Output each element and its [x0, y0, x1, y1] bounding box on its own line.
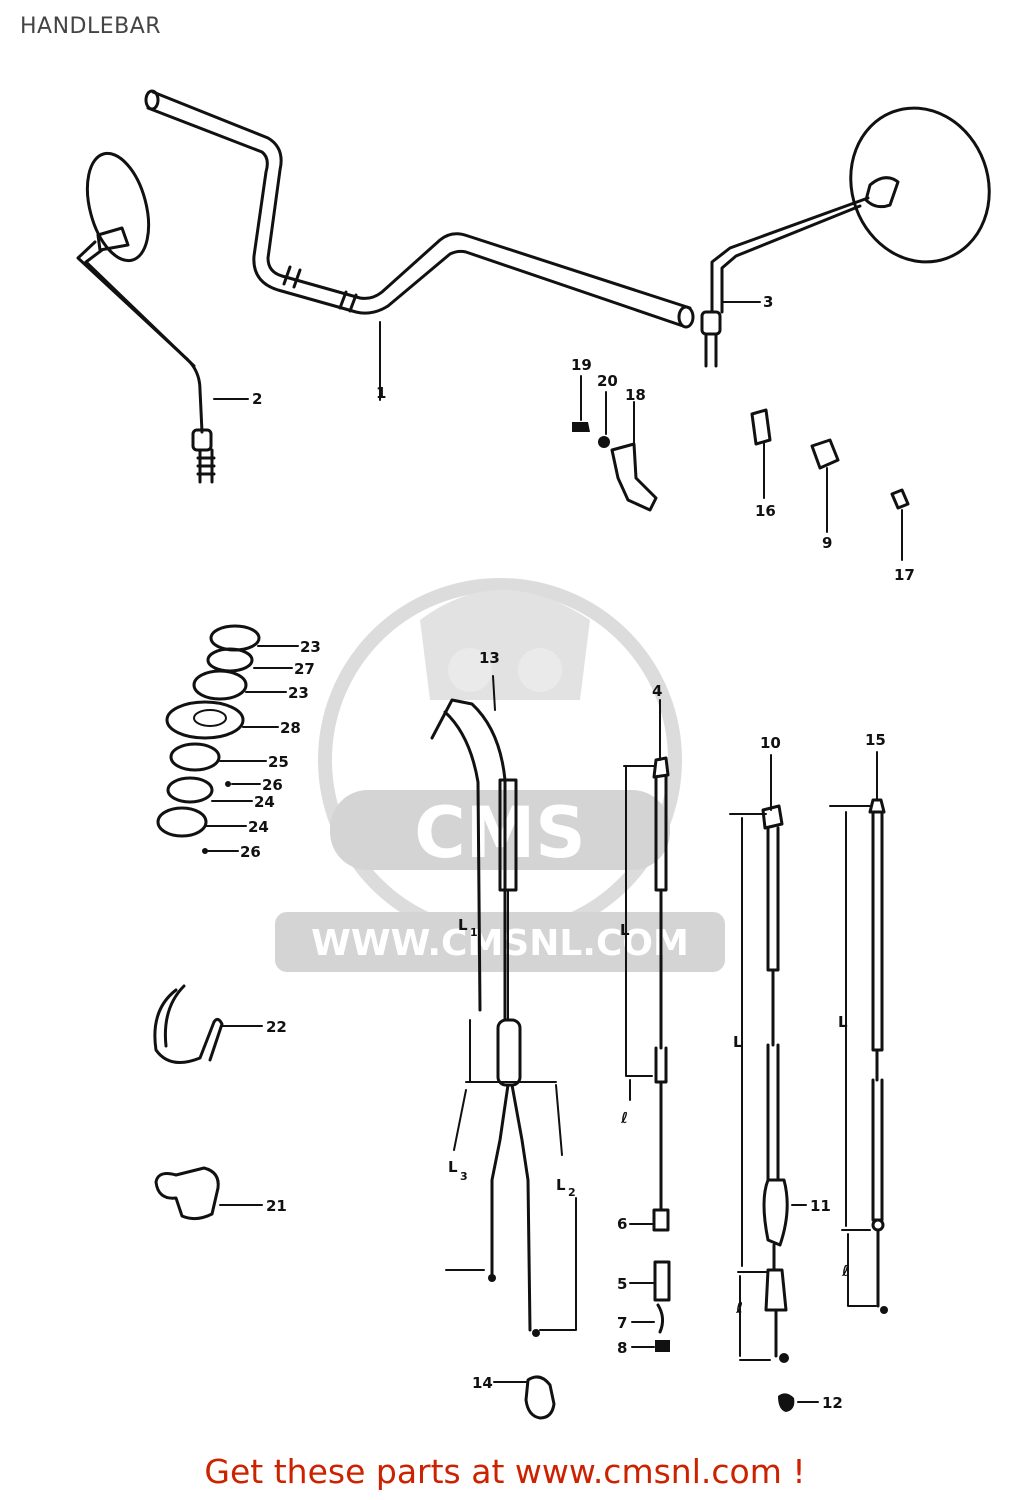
callout-14: 14 [472, 1374, 493, 1392]
callout-17: 17 [894, 566, 915, 584]
callout-13: 13 [479, 649, 500, 667]
callout-10: 10 [760, 734, 781, 752]
part-4-cable [623, 699, 671, 1352]
dim-label-l2: L [556, 1176, 566, 1194]
part-15-cable [829, 751, 888, 1314]
dim-label-ell-b: ℓ [735, 1299, 743, 1317]
part-3-right-mirror [700, 106, 991, 368]
callout-26-lower: 26 [240, 843, 261, 861]
callout-19: 19 [571, 356, 592, 374]
callout-21: 21 [266, 1197, 287, 1215]
page-title: HANDLEBAR [20, 14, 162, 39]
part-22-and-21 [153, 984, 263, 1221]
dimension-labels: L 1 L 3 L 2 L L L ℓ ℓ ℓ [448, 916, 849, 1317]
dim-label-l3: L [448, 1158, 458, 1176]
switch-ring-stack [156, 624, 299, 854]
callout-labels: 1 2 3 4 5 6 7 8 9 10 11 12 13 14 15 16 1… [240, 293, 915, 1412]
callout-18: 18 [625, 386, 646, 404]
callout-7: 7 [617, 1314, 627, 1332]
callout-24-lower: 24 [248, 818, 269, 836]
callout-23-top: 23 [300, 638, 321, 656]
dim-label-ell-a: ℓ [620, 1109, 628, 1127]
callout-5: 5 [617, 1275, 627, 1293]
callout-11: 11 [810, 1197, 831, 1215]
part-10-cable [729, 754, 819, 1412]
callout-15: 15 [865, 731, 886, 749]
callout-2: 2 [252, 390, 262, 408]
dim-label-ell-c: ℓ [841, 1262, 849, 1280]
part-13-throttle-cable [430, 675, 577, 1420]
callout-28: 28 [280, 719, 301, 737]
callout-3: 3 [763, 293, 773, 311]
callout-25: 25 [268, 753, 289, 771]
part-1-handlebar [144, 89, 695, 401]
callout-1: 1 [376, 384, 386, 402]
callout-8: 8 [617, 1339, 627, 1357]
dim-label-l3-sub: 3 [460, 1170, 468, 1183]
dim-label-l-b: L [733, 1033, 743, 1051]
callout-9: 9 [822, 534, 832, 552]
dim-label-l-a: L [620, 921, 630, 939]
callout-16: 16 [755, 502, 776, 520]
footer-link[interactable]: Get these parts at www.cmsnl.com ! [204, 1452, 806, 1491]
dim-label-l-c: L [838, 1013, 848, 1031]
small-hardware-parts [572, 375, 910, 561]
callout-23-lower: 23 [288, 684, 309, 702]
callout-22: 22 [266, 1018, 287, 1036]
part-2-left-mirror [76, 151, 249, 484]
callout-27: 27 [294, 660, 315, 678]
dim-label-l1: L [458, 916, 468, 934]
callout-4: 4 [652, 682, 662, 700]
dim-label-l1-sub: 1 [470, 926, 478, 939]
callout-20: 20 [597, 372, 618, 390]
callout-26-upper: 26 [262, 776, 283, 794]
callout-24-upper: 24 [254, 793, 275, 811]
watermark-url: WWW.CMSNL.COM [311, 923, 689, 964]
dim-label-l2-sub: 2 [568, 1186, 576, 1199]
callout-12: 12 [822, 1394, 843, 1412]
callout-6: 6 [617, 1215, 627, 1233]
